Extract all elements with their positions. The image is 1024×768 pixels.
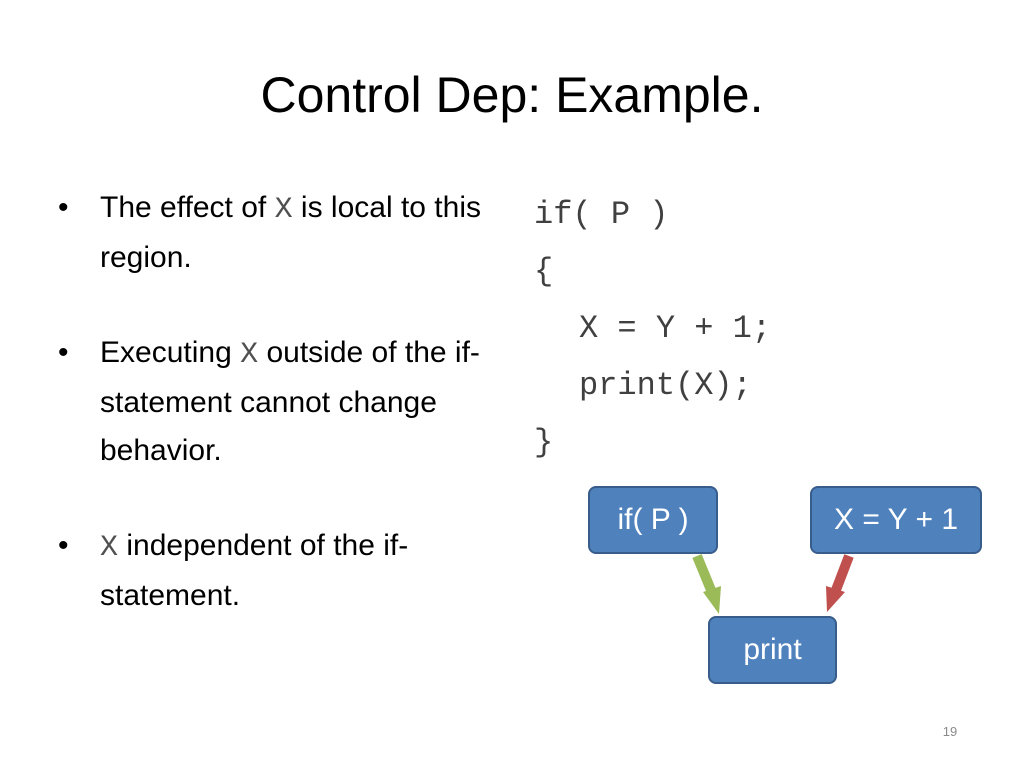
bullet-code: X [240,338,259,372]
bullet-list: • The effect of X is local to this regio… [58,184,508,667]
code-line: { [534,253,554,290]
edge-if-to-print [692,554,721,614]
bullet-text-after: outside of the if-statement cannot chang… [100,336,480,467]
edge-assign-to-print-shaft [831,554,854,592]
bullet-item: • X independent of the if-statement. [58,522,508,620]
page-number: 19 [942,724,958,739]
bullet-text-after: independent of the if-statement. [100,529,409,612]
code-line: X = Y + 1; [579,310,772,347]
node-assign: X = Y + 1 [810,486,982,554]
node-if: if( P ) [588,486,718,554]
edge-if-to-print-shaft [692,554,716,592]
edge-assign-to-print-arrowhead [826,586,845,612]
bullet-text-before: Executing [100,336,241,369]
bullet-item: • The effect of X is local to this regio… [58,184,508,282]
edge-if-to-print-arrowhead [703,586,721,614]
bullet-marker: • [58,336,69,369]
bullet-text-after: is local to this region. [100,191,481,274]
bullet-code: X [274,193,293,227]
bullet-marker: • [58,191,69,224]
edge-assign-to-print [826,554,854,612]
bullet-code: X [100,531,119,565]
bullet-marker: • [58,529,69,562]
bullet-item: • Executing X outside of the if-statemen… [58,329,508,475]
code-block: if( P ) { X = Y + 1; print(X); } [534,186,771,471]
code-line: if( P ) [534,196,669,233]
code-line: print(X); [579,367,752,404]
node-print: print [708,616,837,684]
slide-title: Control Dep: Example. [260,67,764,123]
code-line: } [534,424,554,461]
bullet-text-before: The effect of [100,191,275,224]
